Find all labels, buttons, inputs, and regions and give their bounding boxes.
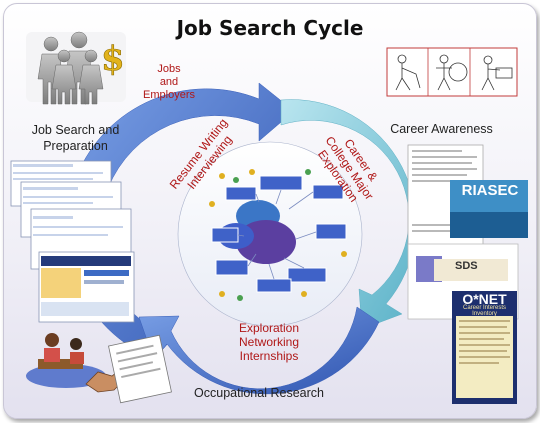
job-websites-image	[10, 160, 135, 323]
riasec-thumbnail-title: RIASEC	[461, 182, 519, 199]
job-search-preparation-label: Job Search and Preparation	[18, 122, 133, 154]
career-awareness-label: Career Awareness	[390, 122, 493, 136]
dollar-icon: $	[101, 39, 125, 79]
jobs-employers-line2: and	[159, 76, 179, 88]
onet-sub-line2: Inventory	[472, 311, 497, 317]
exploration-line2: Networking	[238, 335, 300, 349]
jobs-employers-line1: Jobs	[157, 63, 181, 75]
occupational-research-label: Occupational Research	[194, 386, 324, 400]
arc-exploration	[138, 306, 380, 395]
sds-thumbnail-title: SDS	[455, 260, 478, 272]
exploration-line1: Exploration	[238, 321, 300, 335]
jobs-employers-line3: Employers	[143, 89, 195, 101]
jobs-employers-label: Jobs and Employers	[139, 63, 199, 102]
interview-image	[26, 333, 172, 404]
exploration-line3: Internships	[239, 349, 299, 363]
onet-thumbnail-title: O*NET	[462, 291, 507, 307]
occupation-sketches-image	[386, 47, 518, 97]
job-search-cycle-diagram: $	[3, 3, 537, 419]
page-title: Job Search Cycle	[176, 16, 364, 40]
onet-sub-line1: Career Interests	[462, 305, 507, 311]
assessment-documents-image	[407, 144, 528, 404]
onet-thumbnail-subtitle: Career Interests Inventory	[452, 305, 517, 317]
people-icon	[26, 31, 126, 105]
job-search-preparation-line2: Preparation	[43, 139, 108, 153]
arc-career	[280, 99, 416, 330]
diagram-graphics: $	[10, 31, 528, 404]
job-search-preparation-line1: Job Search and	[31, 123, 120, 137]
center-workflow	[177, 141, 363, 327]
exploration-networking-label: Exploration Networking Internships	[219, 321, 319, 363]
